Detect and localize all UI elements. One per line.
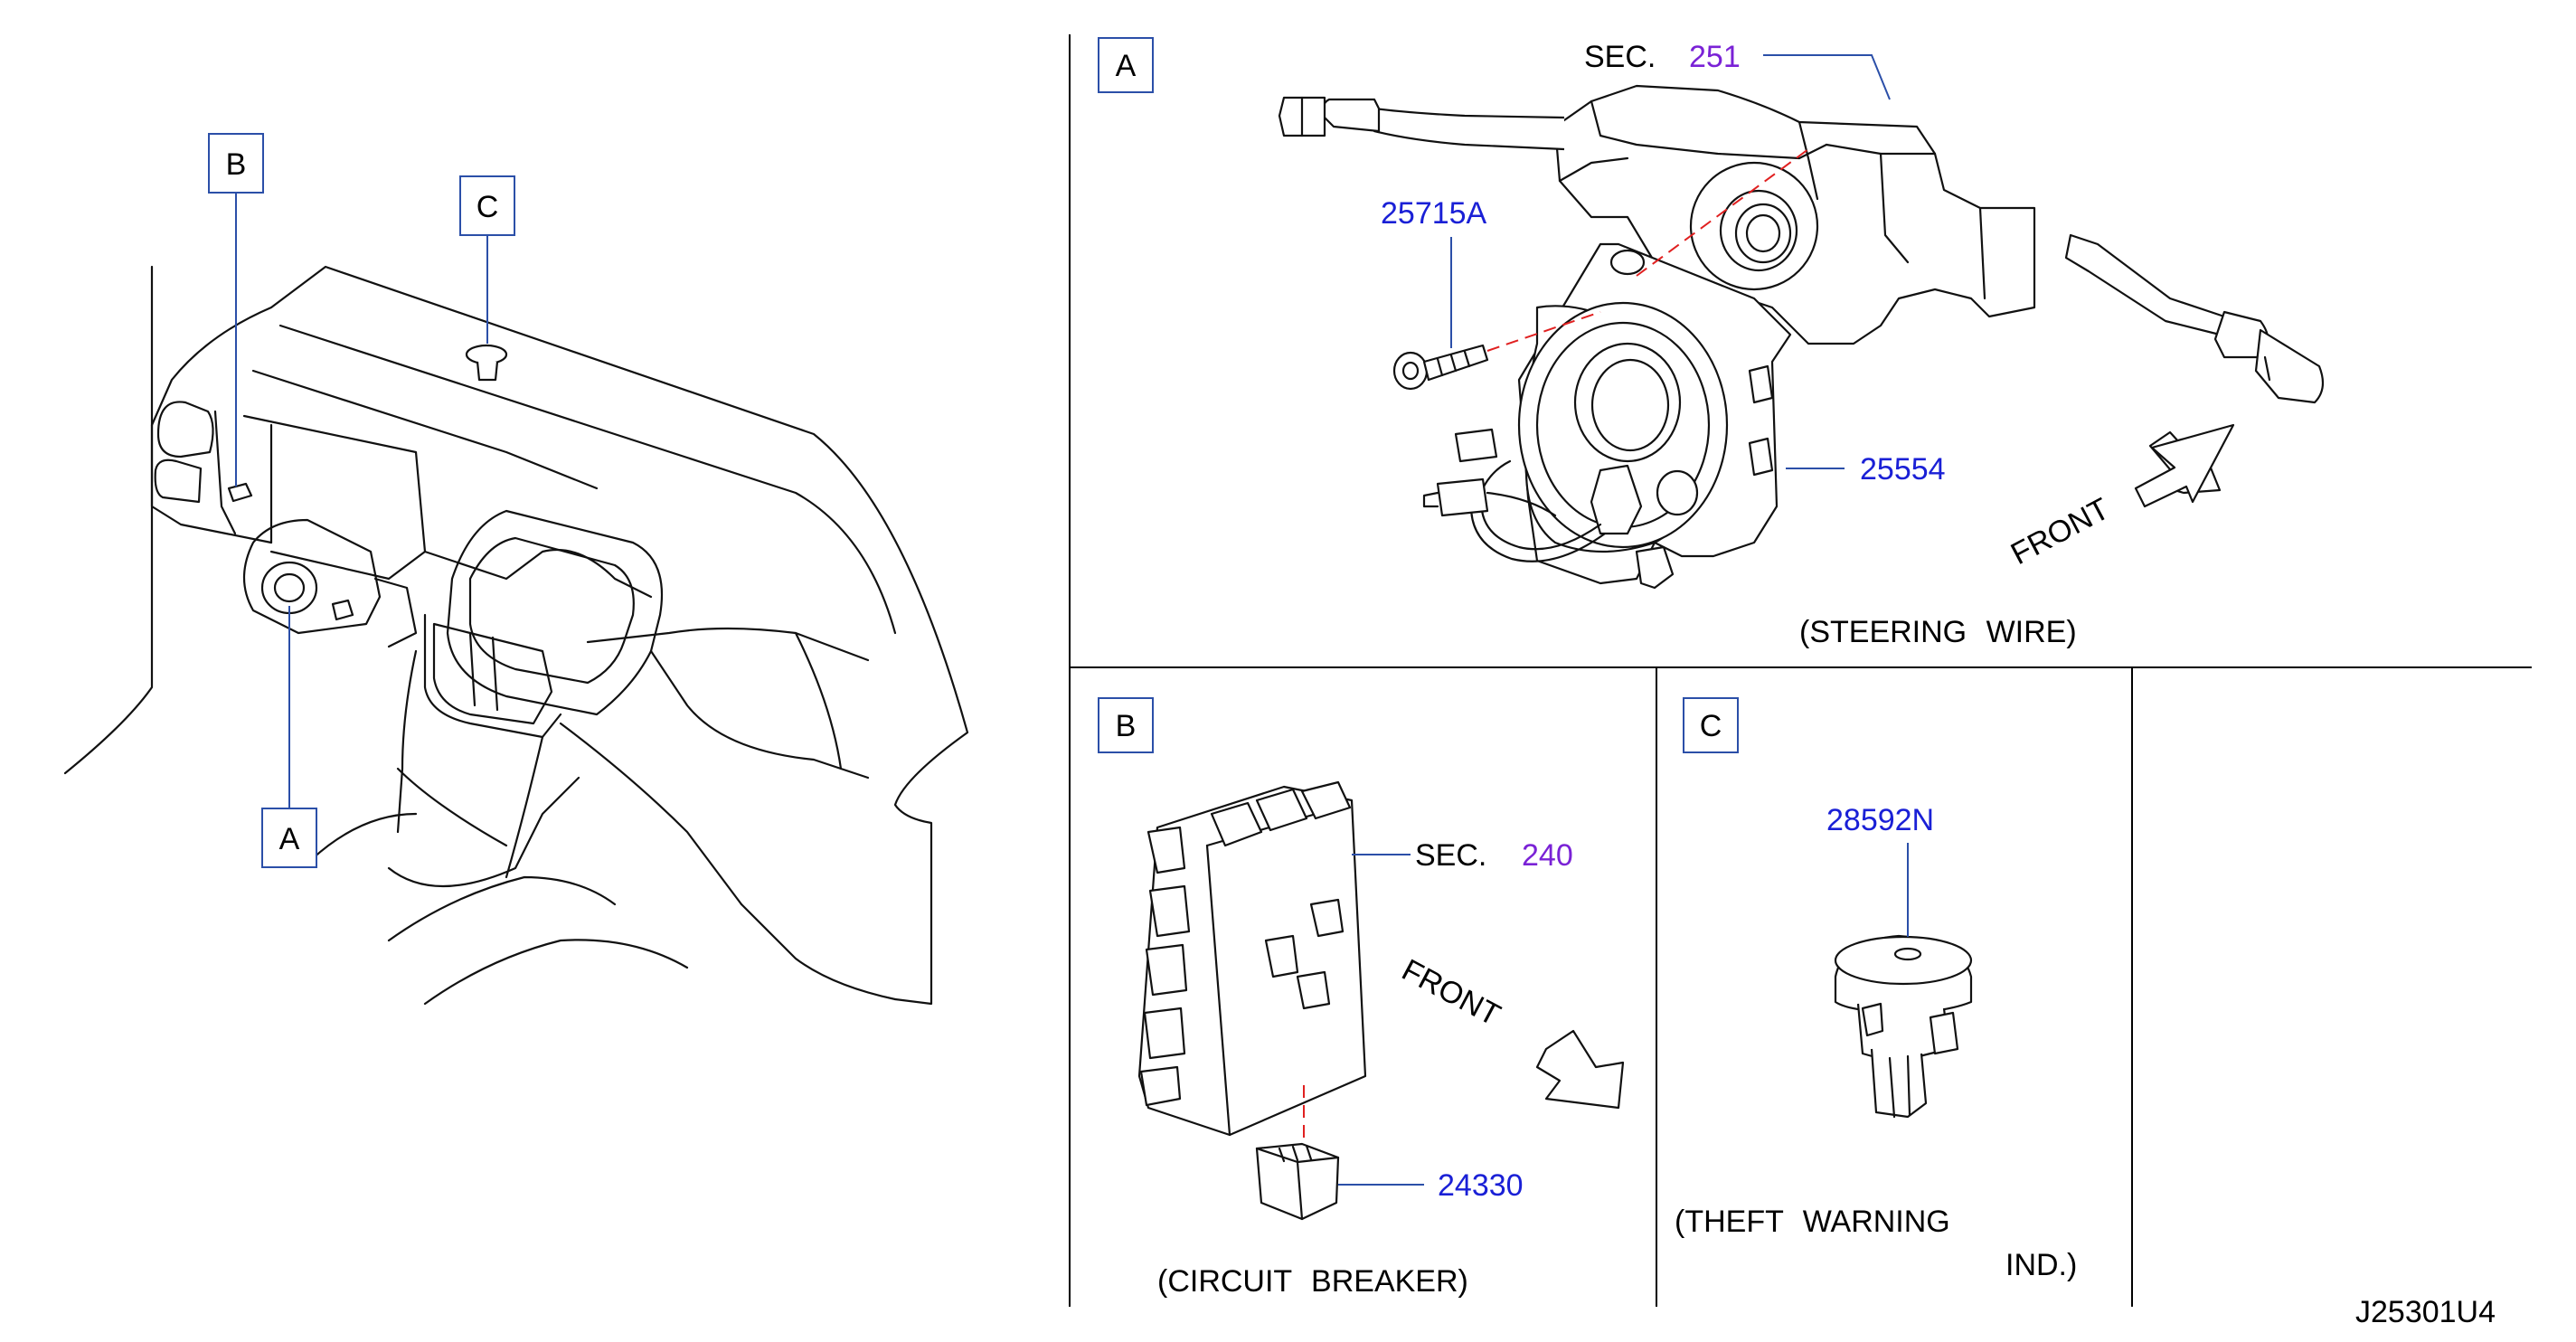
theft-indicator-drawing xyxy=(1834,934,1973,1119)
panel-a-label: A xyxy=(1116,49,1137,83)
fuse-block-drawing xyxy=(1137,780,1367,1137)
front-arrow-icon-b xyxy=(1535,1029,1625,1110)
callout-label-c: C xyxy=(477,190,499,224)
panel-b-caption: (CIRCUIT BREAKER) xyxy=(1157,1264,1468,1299)
panel-c-caption-line1: (THEFT WARNING xyxy=(1675,1205,1950,1239)
breaker-drawing xyxy=(1255,1142,1340,1221)
part-number-28592n: 28592N xyxy=(1826,803,1934,837)
part-number-25554: 25554 xyxy=(1860,452,1946,487)
panel-a-caption: (STEERING WIRE) xyxy=(1799,615,2077,649)
dashboard-overview-drawing xyxy=(63,265,969,1006)
callout-box-b: B xyxy=(208,133,264,194)
spiral-cable-drawing xyxy=(1422,242,1792,590)
panel-a-sec-prefix: SEC. xyxy=(1584,40,1656,74)
panel-a-sec-number: 251 xyxy=(1689,40,1741,74)
panel-c-label: C xyxy=(1700,709,1722,743)
part-number-25715a: 25715A xyxy=(1381,196,1487,231)
panel-a-front-label: FRONT xyxy=(2005,492,2115,572)
panel-b-sec-number: 240 xyxy=(1522,838,1573,873)
callout-label-b: B xyxy=(226,147,247,182)
front-arrow-icon-head xyxy=(2134,423,2235,508)
combination-switch-drawing xyxy=(1278,84,2325,404)
screw-drawing xyxy=(1392,344,1489,391)
panel-c-caption-line2: IND.) xyxy=(2005,1248,2077,1282)
callout-label-a: A xyxy=(279,822,300,856)
part-number-24330: 24330 xyxy=(1438,1168,1524,1203)
diagram-code: J25301U4 xyxy=(2355,1295,2496,1329)
panel-b-sec-prefix: SEC. xyxy=(1415,838,1486,873)
panel-c: C 28592N (THEFT WARNING IND.) xyxy=(1675,697,2077,1282)
panel-b-label: B xyxy=(1116,709,1137,743)
callout-box-a: A xyxy=(261,808,317,868)
panel-b: B SEC. 240 24330 xyxy=(1098,697,1625,1299)
panel-a: A xyxy=(1098,37,2325,649)
panel-b-front-label: FRONT xyxy=(1396,953,1505,1034)
callout-box-c: C xyxy=(459,175,515,236)
overview-callouts: B C A xyxy=(208,133,515,868)
panel-dividers xyxy=(1069,34,2532,1307)
